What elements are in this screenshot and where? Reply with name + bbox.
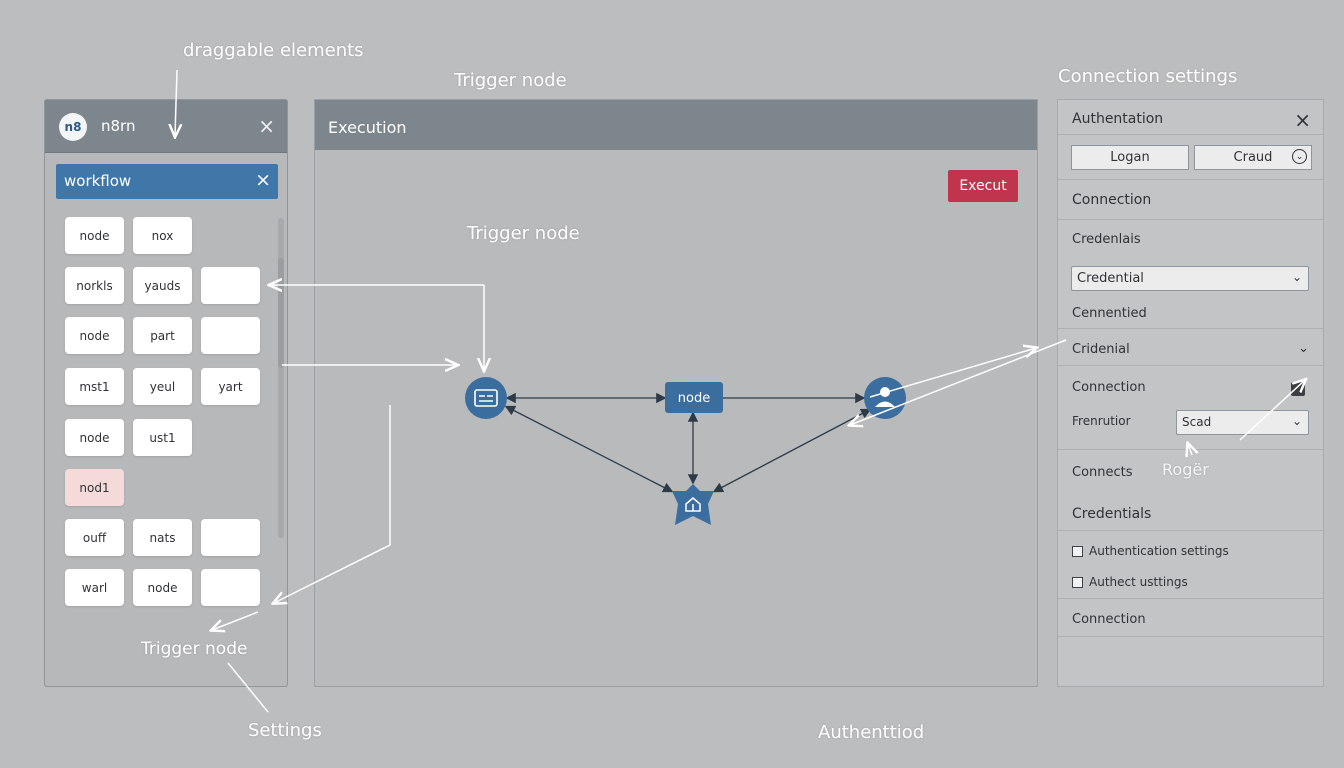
connection-label: Connection xyxy=(1072,192,1152,208)
divider xyxy=(1058,179,1323,180)
login-button[interactable]: Logan xyxy=(1071,145,1189,170)
annotation-trigger-node-bottom: Trigger node xyxy=(141,639,248,659)
workflow-tab[interactable]: workflow × xyxy=(56,164,278,199)
node-tile-empty[interactable] xyxy=(201,267,260,304)
connection-settings-panel: Authentation × Logan Craud ⌄ Connection … xyxy=(1057,99,1324,687)
node-tile[interactable]: node xyxy=(65,317,124,354)
workflow-close-icon[interactable]: × xyxy=(255,169,271,191)
annotation-settings: Settings xyxy=(248,720,322,741)
divider xyxy=(1058,530,1323,531)
node-tile[interactable]: warl xyxy=(65,569,124,606)
execution-header: Execution xyxy=(315,100,1037,150)
connection-checkbox[interactable] xyxy=(1291,382,1305,396)
annotation-trigger-node-canvas: Trigger node xyxy=(467,223,580,244)
node-tile[interactable]: mst1 xyxy=(65,368,124,405)
node-tile[interactable]: node xyxy=(65,419,124,456)
node-tile[interactable]: yauds xyxy=(133,267,192,304)
credential-select-value: Credential xyxy=(1077,271,1144,286)
node-tile[interactable]: ust1 xyxy=(133,419,192,456)
node-palette-panel: n8 n8rn × workflow × node nox norkls yau… xyxy=(44,99,288,687)
app-name: n8rn xyxy=(101,117,136,135)
authentication-label: Authentation xyxy=(1072,111,1164,127)
n8n-logo: n8 xyxy=(59,113,87,141)
credentials-label: Credenlais xyxy=(1072,232,1141,247)
frenutior-label: Frenrutior xyxy=(1072,414,1131,428)
settings-close-icon[interactable]: × xyxy=(1294,108,1311,132)
node-tile-empty[interactable] xyxy=(201,519,260,556)
node-tile-empty[interactable] xyxy=(201,317,260,354)
chevron-down-icon: ⌄ xyxy=(1298,341,1309,356)
execution-canvas-panel: Execution Execut node xyxy=(314,99,1038,687)
divider xyxy=(1058,365,1323,366)
center-node-label: node xyxy=(678,391,710,406)
node-tile[interactable]: node xyxy=(133,569,192,606)
form-icon xyxy=(474,389,498,407)
authentication-row: Authentation × xyxy=(1058,108,1323,134)
trigger-node[interactable] xyxy=(465,377,507,419)
auth-usttings-label: Authect usttings xyxy=(1089,575,1188,589)
workflow-graph: node xyxy=(465,377,906,525)
palette-header: n8 n8rn × xyxy=(45,100,287,153)
star-node[interactable] xyxy=(672,484,714,525)
annotation-draggable-elements: draggable elements xyxy=(183,40,364,61)
node-tile-empty[interactable] xyxy=(201,569,260,606)
annotation-authenticated: Authenttiod xyxy=(818,722,925,743)
divider xyxy=(1058,449,1323,450)
chevron-down-icon: ⌄ xyxy=(1291,270,1302,284)
credential-select[interactable]: Credential ⌄ xyxy=(1071,266,1309,291)
execution-title: Execution xyxy=(328,118,407,137)
credenial-label: Cridenial xyxy=(1072,342,1130,357)
node-tile[interactable]: ouff xyxy=(65,519,124,556)
connection-label: Connection xyxy=(1072,380,1146,395)
annotation-roger: Rogër xyxy=(1162,460,1209,479)
execute-button[interactable]: Execut xyxy=(948,170,1018,202)
node-tile[interactable]: norkls xyxy=(65,267,124,304)
divider xyxy=(1058,636,1323,637)
crawd-label: Craud xyxy=(1233,150,1273,165)
chevron-down-icon: ⌄ xyxy=(1292,149,1307,164)
center-node[interactable]: node xyxy=(665,382,723,413)
node-tile[interactable]: part xyxy=(133,317,192,354)
divider xyxy=(1058,134,1323,135)
auth-settings-label: Authentication settings xyxy=(1089,544,1229,558)
workflow-label: workflow xyxy=(64,172,132,190)
auth-usttings-checkbox[interactable] xyxy=(1072,577,1083,588)
connects-label: Connects xyxy=(1072,465,1133,480)
edge-user-star xyxy=(712,408,872,493)
chevron-down-icon: ⌄ xyxy=(1291,414,1302,428)
node-tile[interactable]: node xyxy=(65,217,124,254)
palette-scroll-thumb[interactable] xyxy=(278,258,284,368)
home-icon xyxy=(685,497,701,512)
auth-settings-checkbox[interactable] xyxy=(1072,546,1083,557)
node-tile[interactable]: yeul xyxy=(133,368,192,405)
node-tile[interactable]: nats xyxy=(133,519,192,556)
node-tile[interactable]: nox xyxy=(133,217,192,254)
divider xyxy=(1058,328,1323,329)
scad-select-value: Scad xyxy=(1182,415,1212,429)
connentied-label: Cennentied xyxy=(1072,306,1147,321)
connection-label: Connection xyxy=(1072,612,1146,627)
credentials-section-label: Credentials xyxy=(1072,506,1152,522)
divider xyxy=(1058,598,1323,599)
scad-select[interactable]: Scad ⌄ xyxy=(1176,410,1309,435)
palette-close-icon[interactable]: × xyxy=(258,114,275,138)
user-node[interactable] xyxy=(864,377,906,419)
annotation-connection-settings: Connection settings xyxy=(1058,66,1238,87)
divider xyxy=(1058,219,1323,220)
node-tile[interactable]: yart xyxy=(201,368,260,405)
annotation-trigger-node-top: Trigger node xyxy=(454,70,567,91)
node-tile-selected[interactable]: nod1 xyxy=(65,469,124,506)
palette-scrollbar[interactable] xyxy=(278,218,284,538)
crawd-select[interactable]: Craud ⌄ xyxy=(1194,145,1312,170)
edge-trigger-star xyxy=(504,405,674,493)
